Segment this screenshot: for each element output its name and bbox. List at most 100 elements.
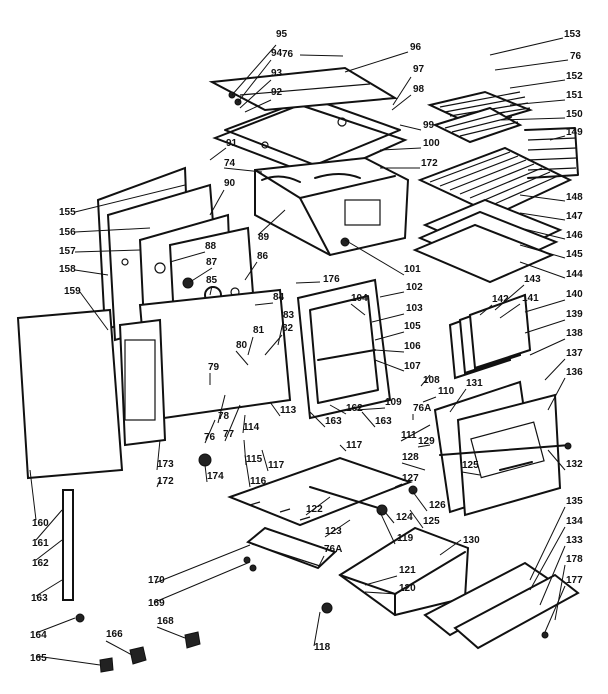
leader-line: [519, 212, 566, 221]
leader-line: [74, 249, 141, 253]
part-number-label: 172: [157, 476, 174, 487]
leader-line: [364, 575, 398, 586]
leader-line: [169, 251, 206, 263]
part-number-label: 76: [570, 51, 582, 62]
leader-line: [439, 539, 462, 556]
leader-line: [544, 358, 566, 381]
leader-line: [277, 321, 284, 346]
leader-line: [317, 555, 325, 569]
control-panel-left: [118, 318, 167, 447]
part-number-label: 76: [282, 49, 294, 60]
leader-line: [374, 331, 405, 341]
part-number-label: 100: [423, 138, 440, 149]
part-number-label: 162: [346, 403, 363, 414]
oven-rack: [417, 146, 573, 217]
leader-line: [244, 454, 251, 488]
part-number-label: 76A: [413, 403, 431, 414]
leader-line: [374, 359, 405, 372]
part-number-label: 168: [157, 616, 174, 627]
part-number-label: 122: [306, 504, 323, 515]
oven-door: [433, 380, 562, 517]
part-number-label: 76A: [324, 544, 342, 555]
part-number-label: 139: [566, 309, 583, 320]
leader-line: [204, 419, 216, 444]
oven-frame: [296, 278, 392, 420]
part-number-label: 82: [282, 323, 294, 334]
leader-line: [156, 479, 161, 488]
part-number-label: 102: [406, 282, 423, 293]
leader-line: [156, 626, 186, 639]
leader-line: [412, 491, 428, 512]
part-number-label: 172: [421, 158, 438, 169]
leader-line: [309, 411, 326, 428]
leader-line: [547, 449, 566, 471]
part-number-label: 161: [32, 538, 49, 549]
part-number-label: 74: [224, 158, 236, 169]
leader-line: [154, 561, 251, 603]
part-number-label: 93: [271, 68, 283, 79]
part-number-label: 123: [325, 526, 342, 537]
part-number-label: 129: [418, 436, 435, 447]
part-number-label: 94: [271, 48, 283, 59]
part-number-label: 176: [323, 274, 340, 285]
part-number-label: 174: [207, 471, 224, 482]
part-number-label: 119: [397, 533, 414, 544]
part-number-label: 116: [250, 476, 267, 487]
part-number-label: 95: [276, 29, 288, 40]
leader-line: [409, 509, 424, 529]
leader-line: [189, 267, 213, 283]
leader-line: [524, 299, 566, 313]
leader-line: [379, 147, 422, 151]
part-number-label: 111: [401, 430, 417, 441]
leader-line: [461, 471, 481, 476]
leader-line: [494, 59, 569, 71]
part-number-label: 87: [206, 257, 218, 268]
leader-line: [35, 617, 76, 634]
part-number-label: 144: [566, 269, 583, 280]
part-number-label: 97: [413, 64, 425, 75]
leader-line: [74, 227, 151, 233]
leader-line: [305, 496, 331, 516]
part-number-label: 78: [218, 411, 230, 422]
leader-line: [519, 227, 566, 240]
part-number-label: 138: [566, 328, 583, 339]
part-number-label: 131: [466, 378, 483, 389]
leader-line: [223, 167, 263, 173]
part-number-label: 110: [438, 386, 455, 397]
part-number-label: 79: [208, 362, 220, 373]
leader-line: [401, 462, 426, 471]
leader-line: [489, 37, 564, 56]
leader-line: [374, 349, 405, 353]
leader-line: [29, 469, 37, 521]
part-number-label: 163: [31, 593, 48, 604]
leader-line: [379, 511, 396, 545]
oven-bottom-panels: [412, 198, 563, 284]
kick-plate: [246, 526, 337, 570]
part-number-label: 85: [206, 275, 218, 286]
part-number-label: 127: [402, 473, 419, 484]
part-number-label: 163: [325, 416, 342, 427]
part-number-label: 90: [224, 178, 236, 189]
callout-labels: 9596949392769798153761521511509910017291…: [30, 29, 583, 664]
door-trim: [439, 442, 572, 456]
leader-line: [529, 526, 566, 591]
leader-line: [539, 545, 566, 606]
part-number-label: 125: [423, 516, 440, 527]
leader-line: [231, 44, 277, 96]
leader-line: [509, 99, 566, 106]
part-number-label: 159: [64, 286, 81, 297]
leader-line: [224, 404, 241, 442]
leader-line: [554, 564, 566, 621]
leader-line: [379, 291, 405, 298]
part-number-label: 77: [223, 429, 235, 440]
part-number-label: 101: [404, 264, 421, 275]
part-number-label: 117: [268, 460, 285, 471]
backguard-panel: [208, 66, 399, 112]
leader-line: [544, 585, 566, 633]
part-number-label: 136: [566, 367, 583, 378]
leader-line: [35, 655, 101, 666]
part-number-label: 91: [226, 138, 238, 149]
leader-line: [299, 54, 344, 57]
leader-line: [269, 401, 281, 417]
leader-line: [509, 79, 566, 89]
